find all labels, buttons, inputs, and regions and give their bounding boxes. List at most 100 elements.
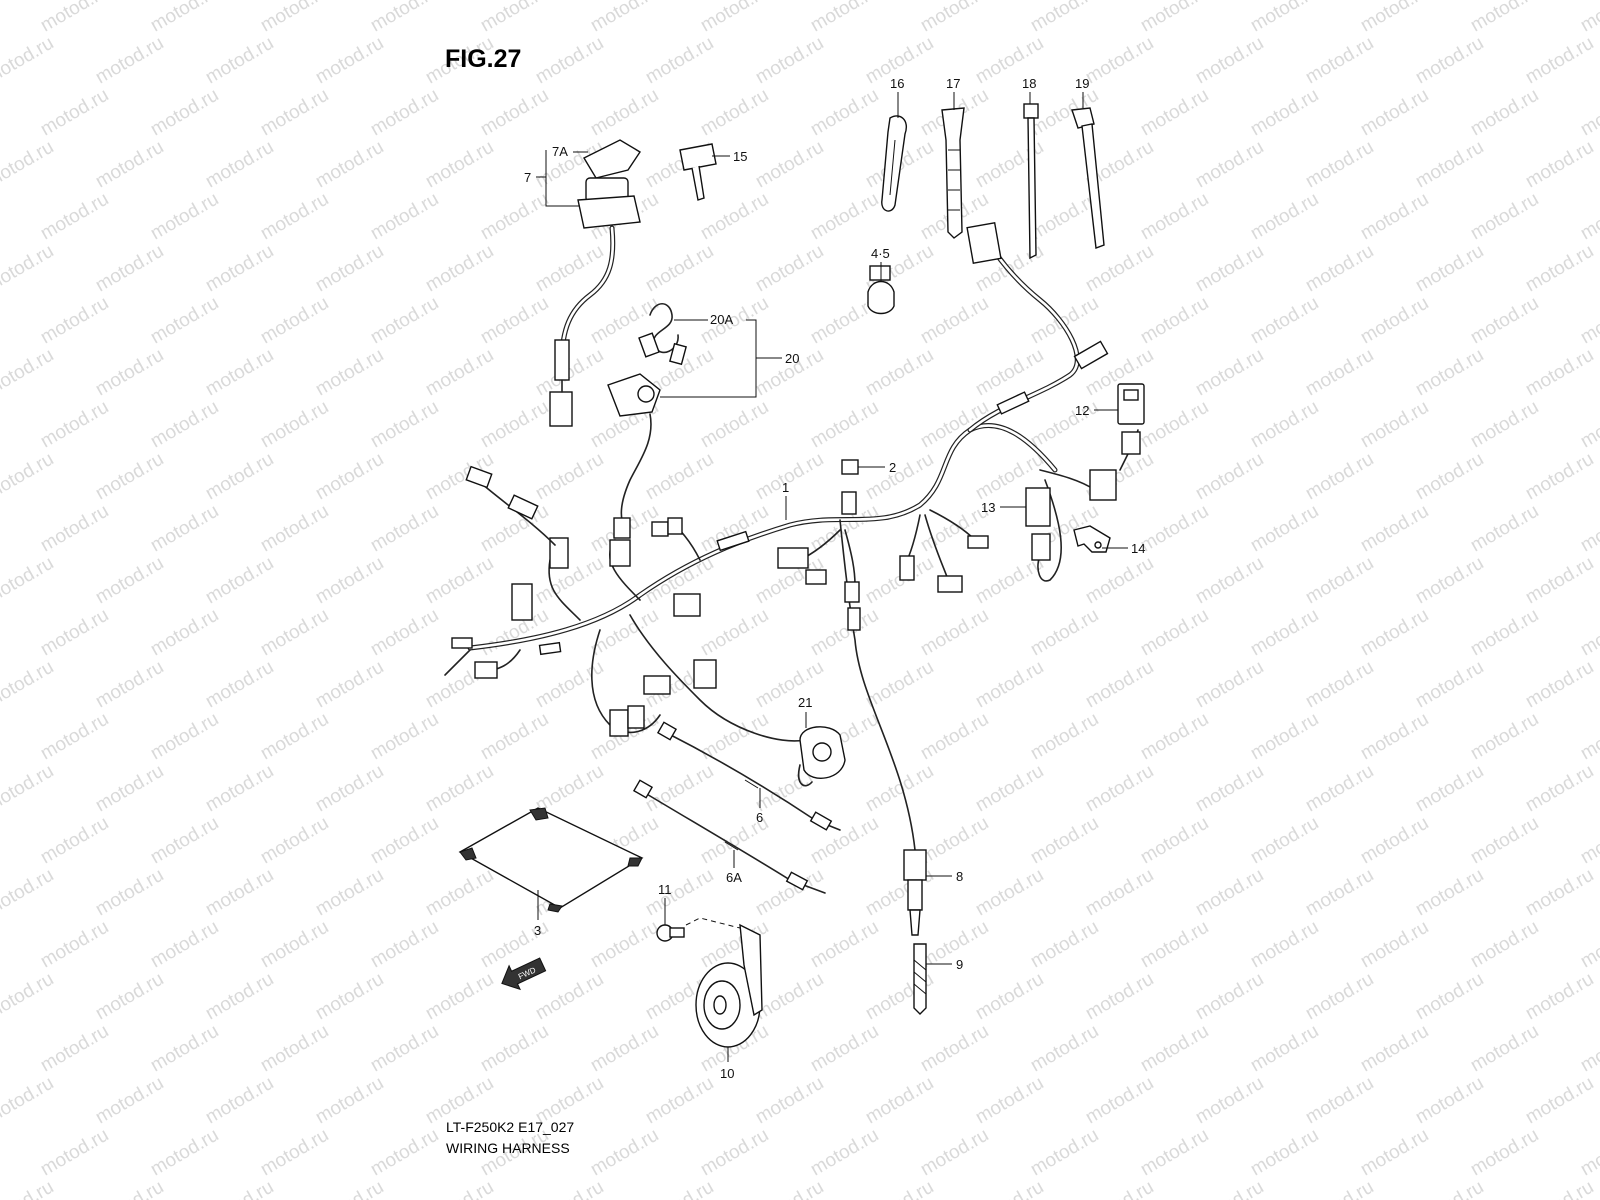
watermark-text: motod.ru [642, 1177, 717, 1200]
watermark-text: motod.ru [697, 397, 772, 453]
watermark-text: motod.ru [1467, 813, 1542, 869]
watermark-text: motod.ru [202, 761, 277, 817]
watermark-text: motod.ru [807, 917, 882, 973]
watermark-text: motod.ru [1357, 501, 1432, 557]
watermark-text: motod.ru [37, 189, 112, 245]
diagram-caption: WIRING HARNESS [446, 1140, 570, 1156]
watermark-text: motod.ru [367, 605, 442, 661]
watermark-text: motod.ru [1137, 397, 1212, 453]
watermark-text: motod.ru [1412, 969, 1487, 1025]
watermark-text: motod.ru [1137, 605, 1212, 661]
watermark-text: motod.ru [972, 1177, 1047, 1200]
callout-16: 16 [890, 76, 904, 91]
watermark-text: motod.ru [367, 397, 442, 453]
watermark-text: motod.ru [532, 969, 607, 1025]
watermark-text: motod.ru [1302, 345, 1377, 401]
watermark-text: motod.ru [697, 293, 772, 349]
watermark-text: motod.ru [422, 761, 497, 817]
connector-2 [841, 459, 859, 515]
watermark-text: motod.ru [1357, 189, 1432, 245]
watermark-text: motod.ru [1467, 397, 1542, 453]
watermark-text: motod.ru [587, 0, 662, 36]
watermark-text: motod.ru [202, 137, 277, 193]
watermark-text: motod.ru [257, 293, 332, 349]
watermark-text: motod.ru [367, 293, 442, 349]
watermark-text: motod.ru [1247, 0, 1322, 36]
watermark-text: motod.ru [1467, 1125, 1542, 1181]
watermark-text: motod.ru [532, 553, 607, 609]
watermark-text: motod.ru [1247, 709, 1322, 765]
watermark-text: motod.ru [1082, 1177, 1157, 1200]
watermark-text: motod.ru [1577, 813, 1600, 869]
watermark-text: motod.ru [1192, 657, 1267, 713]
watermark-text: motod.ru [147, 1021, 222, 1077]
watermark-text: motod.ru [697, 85, 772, 141]
watermark-text: motod.ru [1412, 345, 1487, 401]
watermark-text: motod.ru [1412, 553, 1487, 609]
watermark-text: motod.ru [1192, 1073, 1267, 1129]
watermark-text: motod.ru [1302, 449, 1377, 505]
watermark-text: motod.ru [367, 1125, 442, 1181]
watermark-text: motod.ru [972, 865, 1047, 921]
watermark-text: motod.ru [147, 917, 222, 973]
watermark-text: motod.ru [1302, 1177, 1377, 1200]
watermark-text: motod.ru [1467, 605, 1542, 661]
watermark-text: motod.ru [1192, 33, 1267, 89]
watermark-text: motod.ru [92, 449, 167, 505]
watermark-text: motod.ru [202, 657, 277, 713]
callout-7a: 7A [552, 144, 568, 159]
watermark-text: motod.ru [1522, 969, 1597, 1025]
watermark-text: motod.ru [477, 85, 552, 141]
watermark-text: motod.ru [312, 345, 387, 401]
watermark-text: motod.ru [1192, 1177, 1267, 1200]
watermark-text: motod.ru [1522, 241, 1597, 297]
watermark-text: motod.ru [752, 865, 827, 921]
watermark-text: motod.ru [917, 813, 992, 869]
watermark-text: motod.ru [257, 605, 332, 661]
watermark-text: motod.ru [1137, 813, 1212, 869]
watermark-text: motod.ru [312, 1177, 387, 1200]
watermark-text: motod.ru [1467, 189, 1542, 245]
watermark-text: motod.ru [92, 345, 167, 401]
watermark-text: motod.ru [0, 1021, 2, 1077]
watermark-text: motod.ru [1467, 709, 1542, 765]
callout-10: 10 [720, 1066, 734, 1081]
callout-17: 17 [946, 76, 960, 91]
watermark-text: motod.ru [917, 709, 992, 765]
watermark-text: motod.ru [312, 865, 387, 921]
lead-6a [632, 779, 826, 894]
watermark-text: motod.ru [532, 449, 607, 505]
watermark-text: motod.ru [587, 917, 662, 973]
watermark-text: motod.ru [477, 397, 552, 453]
watermark-text: motod.ru [257, 501, 332, 557]
watermark-text: motod.ru [752, 1177, 827, 1200]
watermark-text: motod.ru [0, 449, 57, 505]
watermark-text: motod.ru [147, 813, 222, 869]
band-16 [881, 115, 907, 212]
watermark-text: motod.ru [37, 1125, 112, 1181]
watermark-text: motod.ru [917, 1125, 992, 1181]
watermark-text: motod.ru [147, 605, 222, 661]
watermark-text: motod.ru [1247, 917, 1322, 973]
watermark-text: motod.ru [532, 33, 607, 89]
watermark-text: motod.ru [257, 1125, 332, 1181]
watermark-text: motod.ru [1137, 917, 1212, 973]
callout-21: 21 [798, 695, 812, 710]
watermark-text: motod.ru [1247, 813, 1322, 869]
watermark-text: motod.ru [1522, 33, 1597, 89]
watermark-text: motod.ru [1412, 657, 1487, 713]
watermark-text: motod.ru [312, 241, 387, 297]
watermark-text: motod.ru [1137, 189, 1212, 245]
watermark-text: motod.ru [257, 917, 332, 973]
watermark-text: motod.ru [1192, 345, 1267, 401]
watermark-text: motod.ru [0, 0, 2, 36]
watermark-text: motod.ru [1467, 85, 1542, 141]
watermark-text: motod.ru [1577, 85, 1600, 141]
watermark-text: motod.ru [972, 1073, 1047, 1129]
watermark-text: motod.ru [477, 0, 552, 36]
watermark-text: motod.ru [37, 0, 112, 36]
watermark-text: motod.ru [697, 1125, 772, 1181]
callout-6: 6 [756, 810, 763, 825]
callout-2: 2 [889, 460, 896, 475]
